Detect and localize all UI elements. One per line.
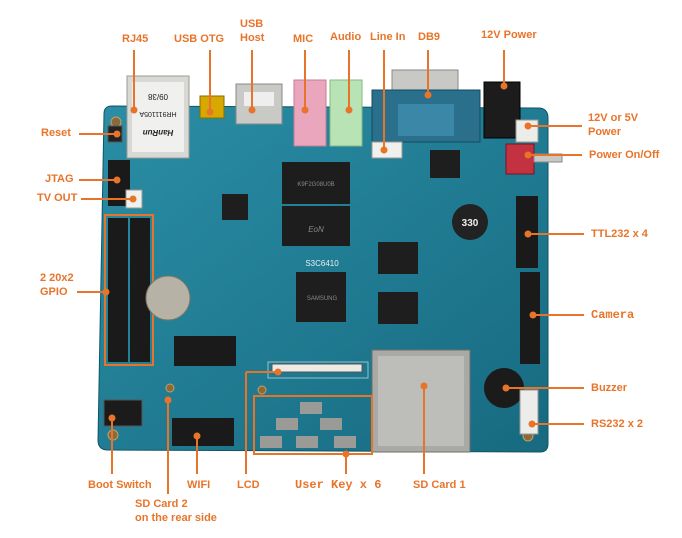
label-12v-5v-power-line1: 12V or 5V <box>588 112 639 124</box>
inductor: 330 <box>452 204 488 240</box>
db9-connector <box>371 69 481 143</box>
label-wifi: WIFI <box>187 479 211 491</box>
nand-flash-chip <box>282 162 350 204</box>
jtag-header <box>108 160 130 206</box>
mic-jack <box>293 79 327 147</box>
label-user-keys: User Key x 6 <box>295 478 382 492</box>
dc-jack <box>483 81 521 139</box>
label-jtag: JTAG <box>45 173 74 185</box>
gpio-headers <box>104 214 154 366</box>
label-12v-5v-power-line2: Power <box>588 126 622 138</box>
boot-switch <box>103 399 143 427</box>
cpu-chip: S3C6410 SAMSUNG <box>296 259 346 322</box>
label-usb-otg: USB OTG <box>174 33 225 45</box>
wifi-header <box>172 418 234 446</box>
camera-header <box>520 272 540 364</box>
label-rs232: RS232 x 2 <box>591 418 643 430</box>
label-db9: DB9 <box>418 31 441 43</box>
label-lcd: LCD <box>237 479 260 491</box>
sdram-chip <box>282 206 350 246</box>
label-audio: Audio <box>330 31 362 43</box>
label-line-in: Line In <box>370 31 406 43</box>
label-usb-host-line1: USB <box>240 18 264 30</box>
rj45-jack: 09/38 HR911105A HanRun <box>126 75 190 159</box>
label-reset: Reset <box>41 127 71 139</box>
label-power-switch: Power On/Off <box>589 149 660 161</box>
label-12v-power: 12V Power <box>481 29 537 41</box>
label-mic: MIC <box>293 33 314 45</box>
label-rj45: RJ45 <box>122 33 149 45</box>
svg-text:HR911105A: HR911105A <box>139 110 176 117</box>
label-sd-card1: SD Card 1 <box>413 479 466 491</box>
audio-jack <box>329 79 363 147</box>
svg-text:S3C6410: S3C6410 <box>305 259 339 268</box>
label-ttl232: TTL232 x 4 <box>591 228 648 240</box>
audio-codec-chip <box>222 194 248 220</box>
ddr-chip-2 <box>378 292 418 324</box>
label-camera: Camera <box>591 308 635 322</box>
coin-battery <box>145 275 191 321</box>
label-usb-host-line2: Host <box>240 32 265 44</box>
sd-card-slot <box>371 349 471 453</box>
usb-otg-port <box>199 95 225 119</box>
usb-host-port <box>235 83 283 125</box>
ddr-chip-1 <box>378 242 418 274</box>
label-sd-card2-line2: on the rear side <box>135 512 217 524</box>
leader-lines <box>77 50 584 494</box>
label-buzzer: Buzzer <box>591 382 628 394</box>
label-gpio-line2: GPIO <box>40 286 68 298</box>
svg-text:SAMSUNG: SAMSUNG <box>307 296 338 302</box>
svg-text:330: 330 <box>462 218 479 229</box>
svg-text:EoN: EoN <box>308 225 324 234</box>
label-boot-switch: Boot Switch <box>88 479 152 491</box>
lcd-connector <box>267 361 369 379</box>
svg-text:K9F2G08U0B: K9F2G08U0B <box>297 182 334 188</box>
label-gpio-line1: 2 20x2 <box>40 272 74 284</box>
svg-text:09/38: 09/38 <box>147 92 168 101</box>
user-keys <box>253 395 373 455</box>
power-switch <box>505 143 563 175</box>
label-sd-card2-line1: SD Card 2 <box>135 498 188 510</box>
label-tv-out: TV OUT <box>37 192 78 204</box>
svg-text:HanRun: HanRun <box>143 128 174 137</box>
regulator-chip <box>430 150 460 178</box>
rs232-connector <box>519 389 539 435</box>
expansion-header-top <box>174 336 236 366</box>
